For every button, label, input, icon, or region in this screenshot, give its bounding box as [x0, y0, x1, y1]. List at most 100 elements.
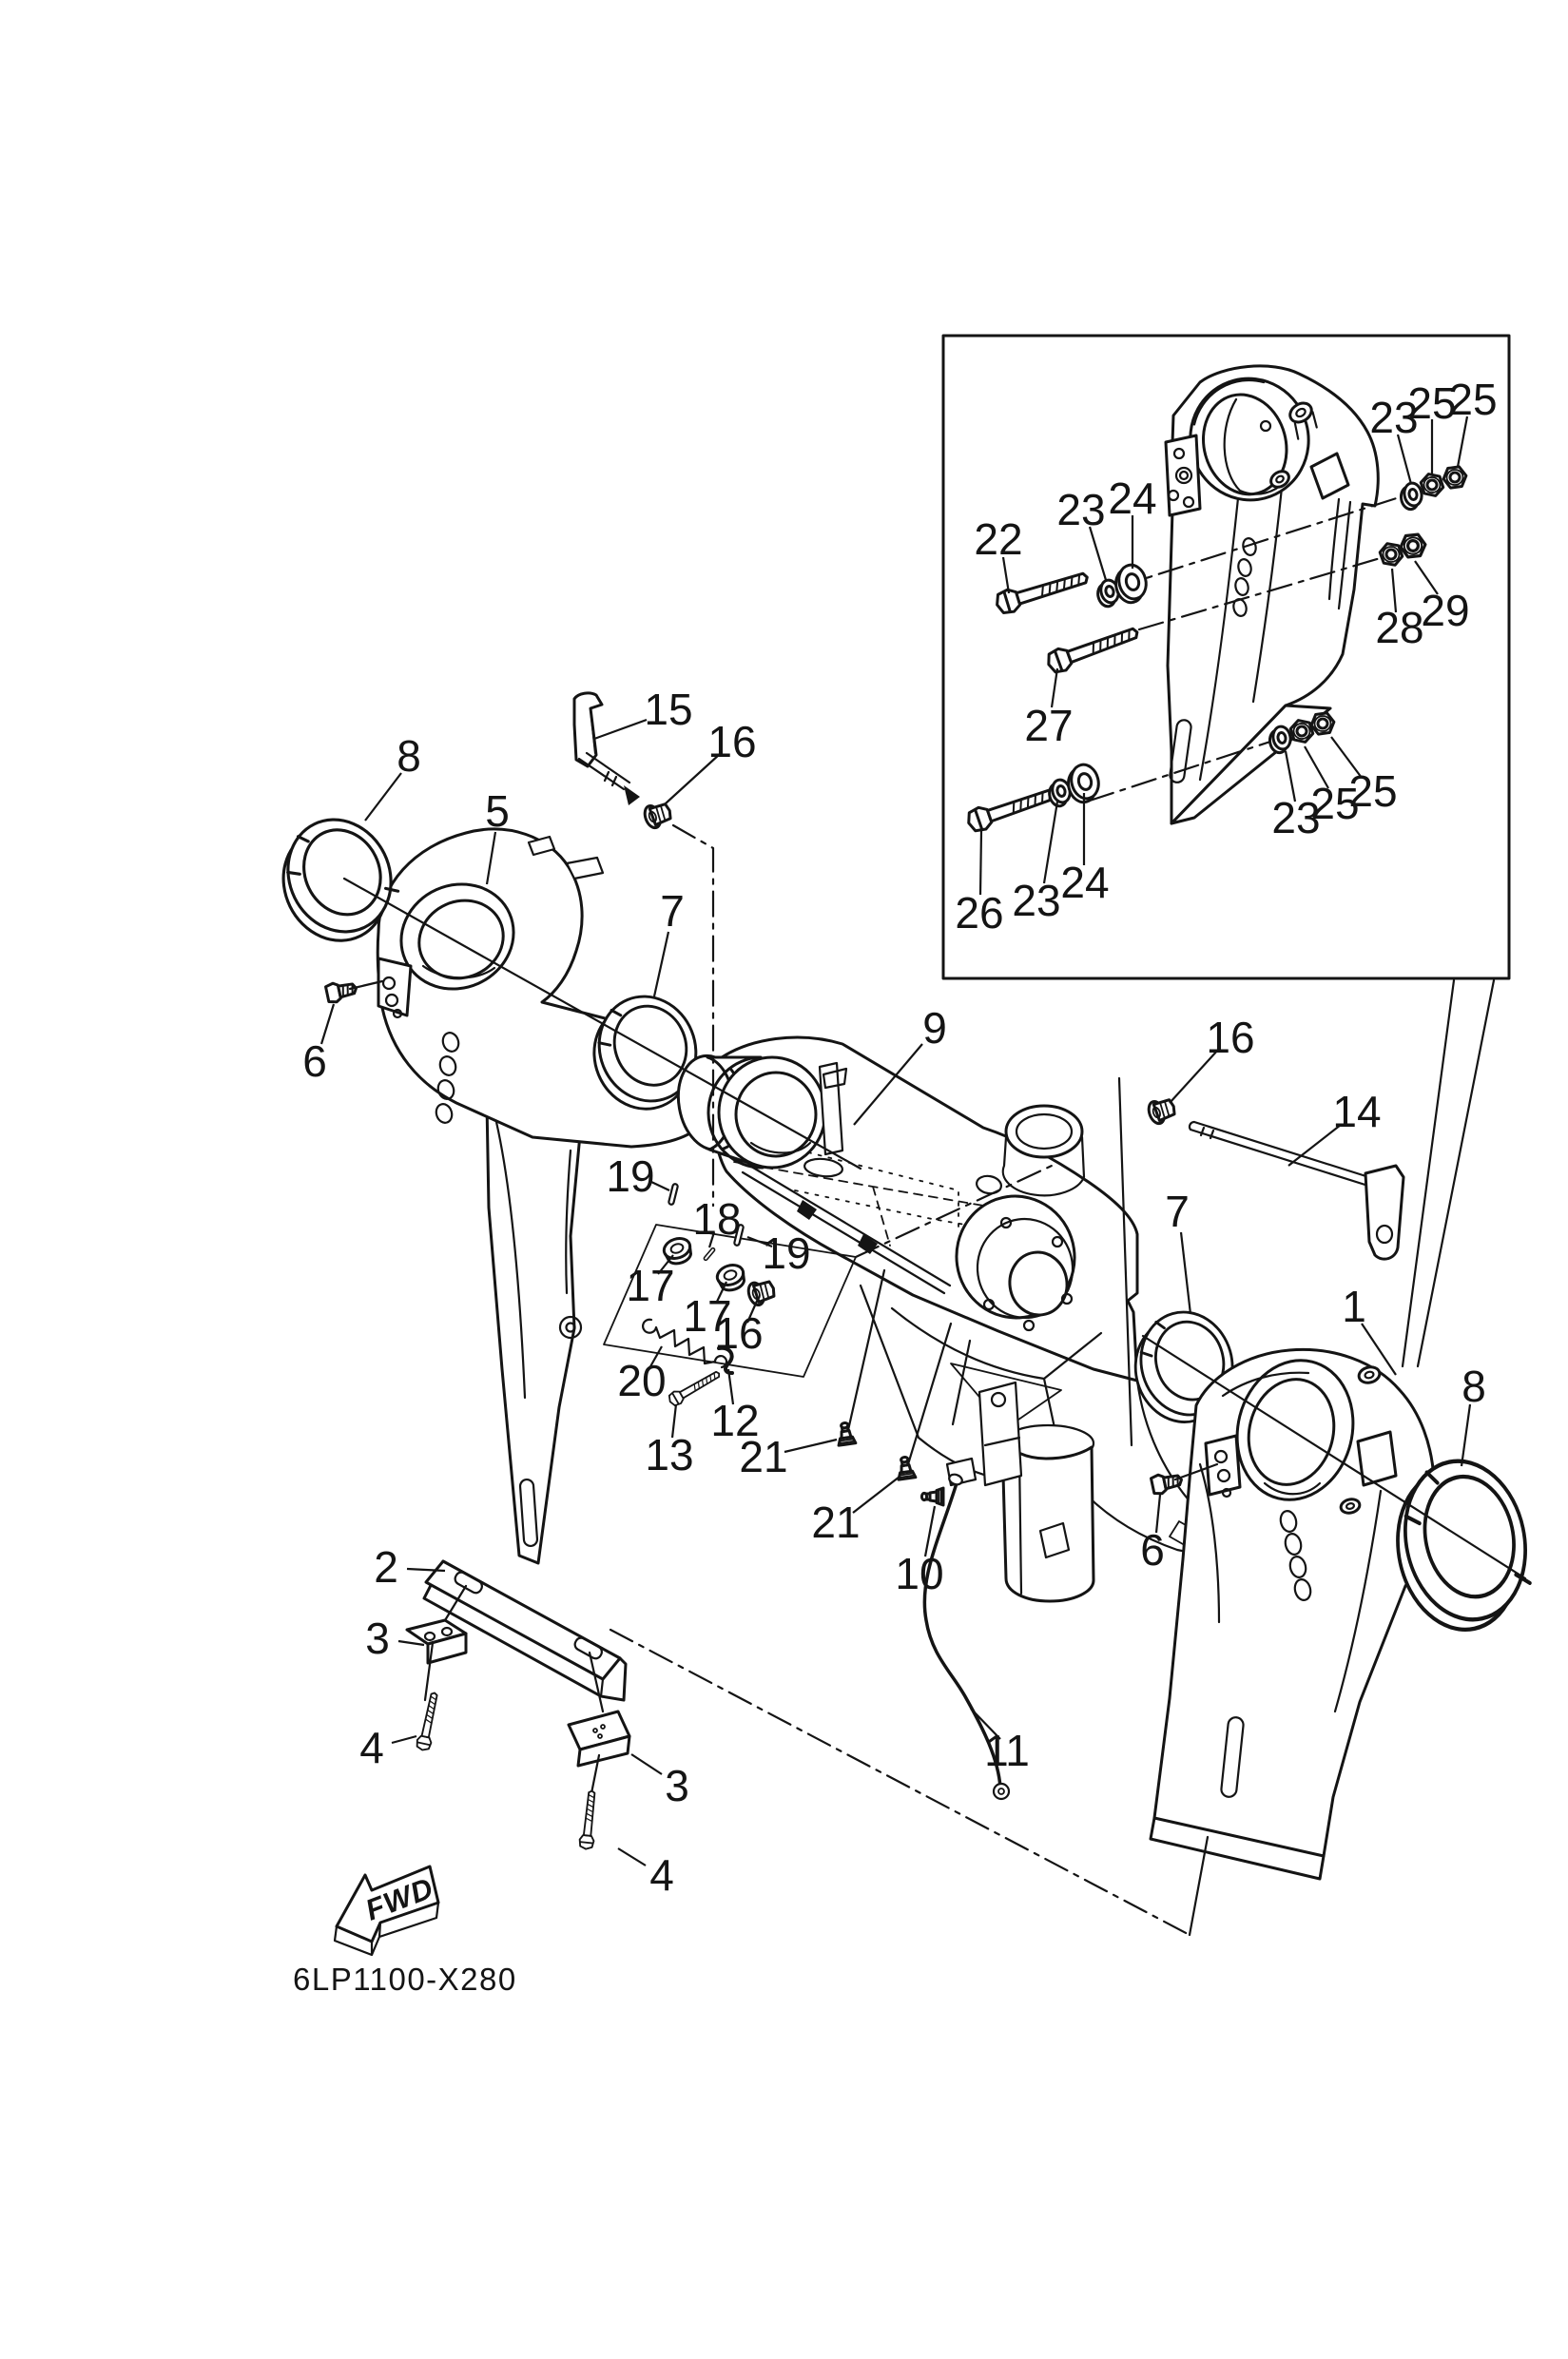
callout-leader-19 — [746, 1235, 773, 1248]
line-art-shape — [1174, 466, 1193, 485]
line-art-shape — [741, 1163, 952, 1295]
line-art-shape — [990, 1391, 1007, 1408]
line-art-shape — [1275, 474, 1285, 484]
callout-leader-17 — [657, 1254, 674, 1275]
projection-line — [1117, 1076, 1133, 1447]
line-art-shape — [527, 835, 605, 880]
callout-25: 25 — [1407, 378, 1456, 428]
line-art-shape — [1189, 377, 1310, 502]
line-art-shape — [1357, 1365, 1382, 1384]
pin-18 — [702, 1247, 717, 1262]
line-art-shape — [423, 1631, 436, 1642]
line-art-shape — [435, 1103, 454, 1124]
callout-16: 16 — [1206, 1013, 1254, 1062]
line-art-shape — [1247, 1378, 1336, 1486]
callout-leader-1 — [1361, 1323, 1397, 1376]
callout-leader-5 — [485, 831, 497, 885]
clamp-3-left — [405, 1618, 468, 1665]
inset-hardware — [963, 464, 1469, 836]
main-assembly — [261, 691, 1541, 1937]
callout-leader-9 — [853, 1043, 923, 1126]
callout-leader-12 — [726, 1368, 735, 1405]
callout-leader-4 — [617, 1847, 647, 1866]
trim-rod-14 — [1117, 1076, 1405, 1447]
line-art-shape — [1188, 1120, 1377, 1189]
callout-leader-6 — [1154, 1494, 1162, 1534]
line-art-shape — [997, 1788, 1005, 1795]
callout-5: 5 — [485, 786, 510, 836]
line-art-shape — [1284, 1533, 1303, 1556]
line-art-shape — [1279, 1510, 1298, 1533]
line-art-shape — [749, 1141, 812, 1154]
line-art-shape — [1172, 447, 1186, 460]
line-art-shape — [1182, 495, 1195, 509]
line-art-shape — [494, 1120, 572, 1400]
grease-nipple-21 — [834, 1420, 858, 1447]
callout-16: 16 — [714, 1308, 763, 1358]
line-art-shape — [1375, 1224, 1394, 1245]
line-art-shape — [1008, 1250, 1069, 1317]
callout-leader-3 — [397, 1639, 425, 1647]
line-art-shape — [589, 706, 597, 755]
callout-leader-21 — [784, 1438, 838, 1454]
callout-leader-28 — [1390, 568, 1398, 613]
line-art-shape — [377, 957, 413, 1017]
inset-projection-lines — [1401, 978, 1496, 1368]
line-art-shape — [600, 1724, 606, 1730]
line-art-shape — [1060, 1292, 1074, 1305]
bushing-16 — [640, 798, 675, 832]
alignment-line-right — [1141, 1334, 1527, 1580]
callout-21: 21 — [811, 1498, 860, 1547]
line-art-shape — [734, 1071, 818, 1158]
line-art-shape — [624, 785, 640, 805]
alignment-line-left — [342, 877, 862, 1170]
washer-23 — [1397, 480, 1425, 512]
line-art-shape — [999, 1216, 1013, 1229]
callout-6: 6 — [302, 1036, 327, 1086]
callout-2: 2 — [374, 1542, 398, 1592]
bolt-axis-line — [1137, 555, 1385, 631]
callout-leader-23 — [1396, 434, 1413, 485]
inset-box-border — [941, 334, 1511, 980]
line-art-shape — [1242, 537, 1257, 556]
callout-leader-8 — [1460, 1403, 1472, 1467]
callout-leader-25 — [1330, 736, 1363, 779]
callout-leader-4 — [391, 1734, 417, 1745]
callout-leader-8 — [364, 772, 402, 822]
line-art-shape — [572, 691, 604, 768]
line-art-shape — [577, 751, 631, 791]
line-art-shape — [592, 1728, 598, 1733]
callout-23: 23 — [1056, 485, 1105, 534]
callout-leader-18 — [707, 1231, 716, 1248]
nut-29 — [1398, 532, 1428, 560]
callout-20: 20 — [617, 1356, 666, 1405]
callout-leader-6 — [319, 1003, 336, 1045]
line-art-shape — [1288, 401, 1313, 424]
line-art-shape — [1221, 1487, 1232, 1499]
inset-detail-box — [941, 334, 1511, 980]
bolt-axis-line — [1114, 493, 1407, 590]
line-art-shape — [1038, 1521, 1071, 1559]
line-art-shape — [603, 1224, 857, 1378]
bolt-26 — [963, 780, 1063, 836]
callout-15: 15 — [644, 685, 692, 734]
callout-leader-11 — [970, 1708, 1001, 1740]
clamp-3-right — [567, 1710, 631, 1768]
line-art-shape — [1309, 452, 1350, 500]
line-art-shape — [1293, 411, 1318, 440]
line-art-shape — [1288, 1556, 1307, 1578]
line-art-shape — [392, 1008, 403, 1019]
bolt-4-left — [414, 1690, 443, 1752]
callout-leader-19 — [650, 1181, 670, 1191]
line-art-shape — [1001, 1135, 1086, 1197]
line-art-shape — [573, 1636, 603, 1660]
line-art-shape — [1293, 1578, 1312, 1601]
line-art-shape — [982, 1298, 996, 1311]
callout-leader-29 — [1414, 560, 1439, 595]
line-art-shape — [599, 1677, 605, 1698]
callout-23: 23 — [1012, 876, 1060, 925]
grease-nipple-10 — [920, 1486, 945, 1507]
callout-leader-7 — [652, 931, 670, 997]
callout-leader-25 — [1304, 745, 1329, 789]
line-art-shape — [1173, 1462, 1219, 1481]
